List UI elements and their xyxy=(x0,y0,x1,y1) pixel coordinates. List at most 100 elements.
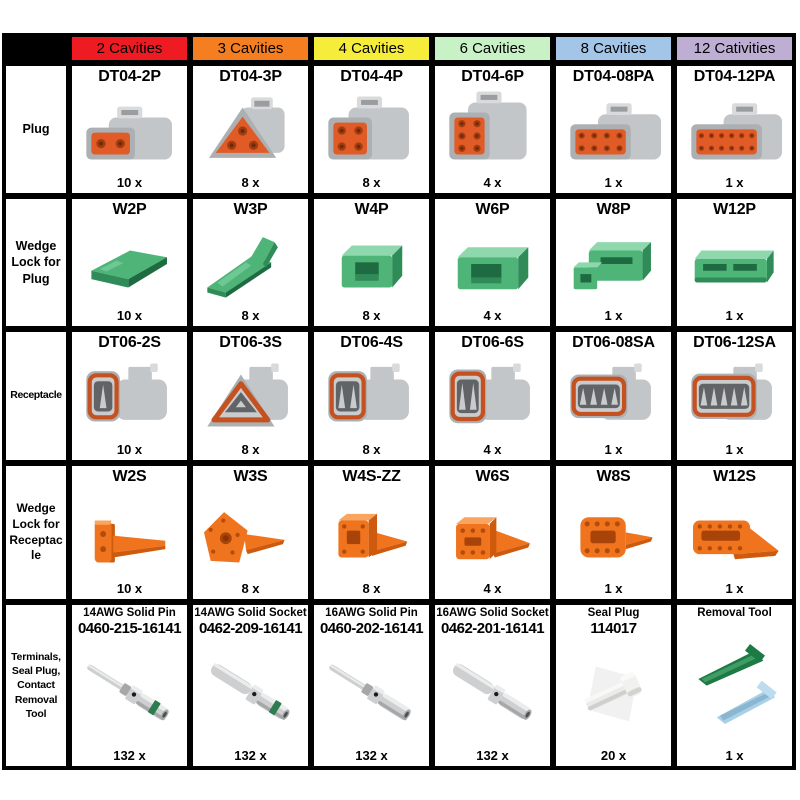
plug-6-icon xyxy=(448,91,527,160)
part-image xyxy=(315,219,428,308)
part-qty: 10 x xyxy=(116,307,143,323)
part-number: 0460-202-16141 xyxy=(319,620,424,638)
part-image xyxy=(557,219,670,308)
part-qty: 132 x xyxy=(234,747,267,763)
part-number: DT04-4P xyxy=(340,68,403,85)
part-image xyxy=(678,486,791,581)
removal-tools-icon xyxy=(697,644,777,725)
part-subtitle: 16AWG Solid Socket xyxy=(436,607,549,619)
part-number: W8P xyxy=(596,201,631,218)
wedge-receptacle-3-icon xyxy=(203,512,285,563)
part-number: W6S xyxy=(475,468,510,485)
wedge-receptacle-4-icon xyxy=(337,513,407,558)
part-qty: 132 x xyxy=(113,747,146,763)
part-number: DT06-2S xyxy=(98,334,161,351)
part-number: W12P xyxy=(713,201,756,218)
part-cell-dt06-6s: DT06-6S 4 x xyxy=(435,332,550,460)
part-image xyxy=(436,486,549,581)
part-cell-dt04-4p: DT04-4P 8 x xyxy=(314,66,429,193)
part-qty: 8 x xyxy=(241,174,260,190)
part-number: DT06-12SA xyxy=(693,334,776,351)
part-number: DT06-6S xyxy=(461,334,524,351)
part-subtitle: Removal Tool xyxy=(697,607,772,619)
part-number: W4P xyxy=(354,201,389,218)
part-number: W4S-ZZ xyxy=(342,468,401,485)
part-cell-dt06-12sa: DT06-12SA 1 x xyxy=(677,332,792,460)
row-label-wedge-lock-for-plug: Wedge Lock for Plug xyxy=(6,199,66,326)
wedge-plug-6-icon xyxy=(457,247,528,290)
part-qty: 8 x xyxy=(362,580,381,596)
part-number: 0462-201-16141 xyxy=(440,620,545,638)
part-qty: 1 x xyxy=(604,174,623,190)
part-qty: 8 x xyxy=(241,580,260,596)
part-qty: 132 x xyxy=(355,747,388,763)
part-image xyxy=(436,86,549,175)
part-number: DT06-3S xyxy=(219,334,282,351)
header-corner xyxy=(6,37,66,60)
wedge-receptacle-6-icon xyxy=(455,517,530,560)
part-cell-w2p: W2P 10 x xyxy=(72,199,187,326)
wedge-plug-3-icon xyxy=(206,237,278,298)
wedge-receptacle-12-icon xyxy=(692,520,779,560)
part-number: W12S xyxy=(713,468,756,485)
part-number: DT04-2P xyxy=(98,68,161,85)
part-qty: 1 x xyxy=(725,307,744,323)
part-cell-w4s-zz: W4S-ZZ 8 x xyxy=(314,466,429,599)
part-cell-w3p: W3P 8 x xyxy=(193,199,308,326)
terminal-socket-16-icon xyxy=(452,663,532,720)
part-qty: 1 x xyxy=(604,580,623,596)
part-image xyxy=(73,352,186,442)
terminal-pin-16-icon xyxy=(328,664,411,721)
part-image xyxy=(73,637,186,748)
column-header-12-cativities: 12 Cativities xyxy=(677,37,792,60)
row-label-wedge-lock-for-receptacle: Wedge Lock for Receptacle xyxy=(6,466,66,599)
seal-plug-icon xyxy=(584,666,642,722)
part-qty: 4 x xyxy=(483,441,502,457)
part-image xyxy=(194,486,307,581)
part-number: DT04-12PA xyxy=(693,68,776,85)
wedge-receptacle-2-icon xyxy=(94,520,165,563)
part-cell-w12p: W12P 1 x xyxy=(677,199,792,326)
part-number: DT04-08PA xyxy=(572,68,655,85)
part-qty: 8 x xyxy=(241,307,260,323)
receptacle-6-icon xyxy=(448,363,530,423)
receptacle-8-icon xyxy=(569,363,651,420)
part-image xyxy=(194,86,307,175)
part-image xyxy=(194,352,307,442)
part-number: W2P xyxy=(112,201,147,218)
row-label-receptacle: Receptacle xyxy=(6,332,66,460)
part-image xyxy=(436,352,549,442)
column-header-8-cavities: 8 Cavities xyxy=(556,37,671,60)
part-image xyxy=(315,352,428,442)
part-number: W3P xyxy=(233,201,268,218)
part-image xyxy=(73,86,186,175)
part-qty: 1 x xyxy=(725,441,744,457)
part-number: DT04-6P xyxy=(461,68,524,85)
part-qty: 8 x xyxy=(362,174,381,190)
part-qty: 1 x xyxy=(725,580,744,596)
part-subtitle: 16AWG Solid Pin xyxy=(325,607,418,619)
plug-2-icon xyxy=(85,106,172,160)
part-qty: 8 x xyxy=(362,441,381,457)
part-number: W2S xyxy=(112,468,147,485)
part-image xyxy=(678,620,791,748)
plug-12-icon xyxy=(690,103,782,160)
receptacle-3-icon xyxy=(206,363,288,427)
part-number: W6P xyxy=(475,201,510,218)
